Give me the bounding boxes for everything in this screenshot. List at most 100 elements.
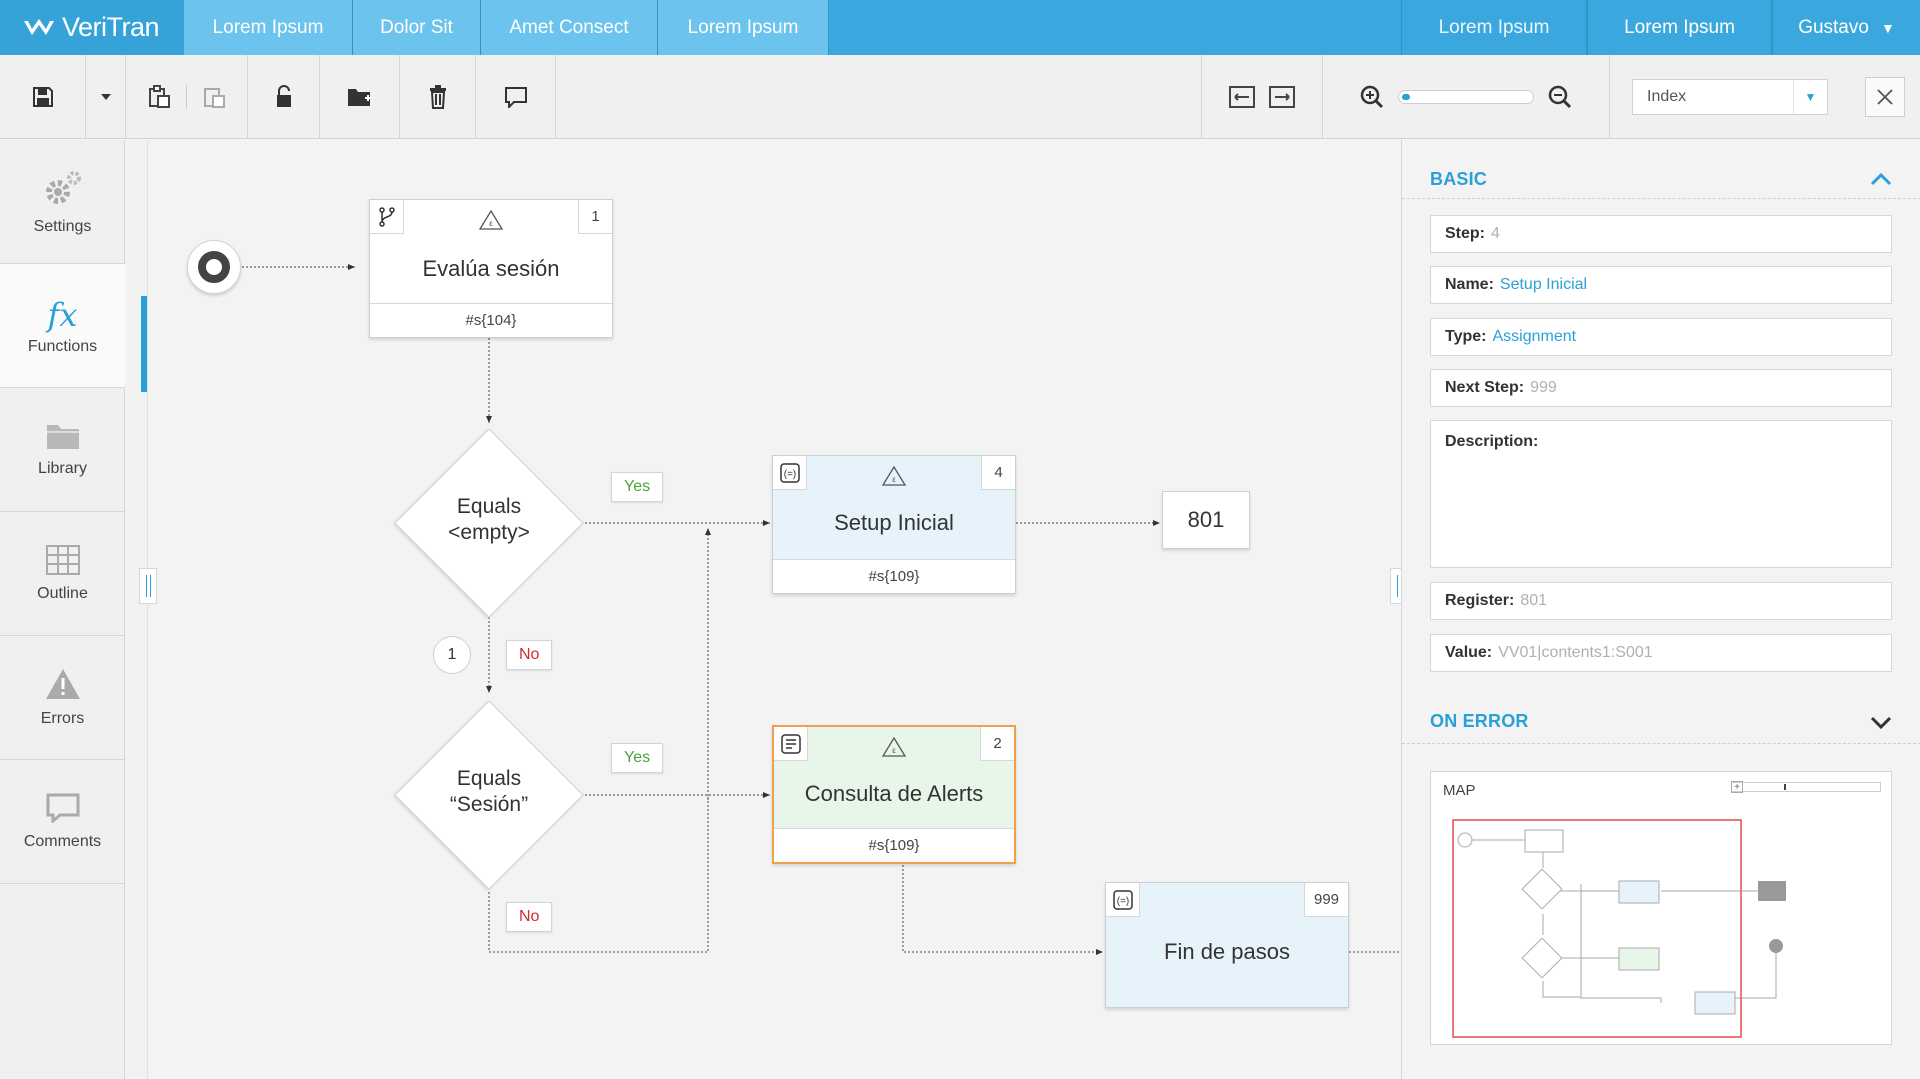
field-label: Register:: [1445, 592, 1515, 609]
next-step-field[interactable]: Next Step:999: [1430, 369, 1892, 407]
loop-marker[interactable]: 1: [433, 636, 471, 674]
decision-line: Equals: [456, 495, 522, 518]
step-field[interactable]: Step:4: [1430, 215, 1892, 253]
start-node[interactable]: [187, 240, 241, 294]
decision-text-1: Equals<empty>: [409, 494, 569, 546]
svg-text:(=): (=): [783, 469, 796, 480]
nav-tab-3[interactable]: Amet Consect: [481, 0, 658, 55]
close-button[interactable]: [1865, 77, 1905, 117]
flow-node-evalua-sesion[interactable]: ε 1 Evalúa sesión #s{104}: [369, 199, 613, 338]
expand-width-icon[interactable]: [1269, 86, 1295, 108]
value-field[interactable]: Value:VV01|contents1:S001: [1430, 634, 1892, 672]
register-field[interactable]: Register:801: [1430, 582, 1892, 620]
nav-tab-label: Amet Consect: [509, 16, 629, 38]
grid-icon: [45, 544, 80, 575]
fit-group: [1201, 55, 1323, 139]
branch-icon: [370, 200, 404, 234]
section-on-error-title: ON ERROR: [1430, 711, 1529, 731]
svg-text:ε: ε: [892, 746, 896, 755]
clipboard-group: [126, 55, 248, 139]
folder-add-icon: [347, 89, 371, 106]
nav-tab-4[interactable]: Lorem Ipsum: [658, 0, 829, 55]
top-nav-bar: VeriTran Lorem Ipsum Dolor Sit Amet Cons…: [0, 0, 1920, 55]
nav-tab-1[interactable]: Lorem Ipsum: [184, 0, 353, 55]
field-label: Step:: [1445, 225, 1485, 242]
chevron-down-icon[interactable]: [1870, 716, 1892, 730]
minimap-label: MAP: [1443, 782, 1476, 799]
close-icon: [1877, 89, 1893, 105]
copy-icon[interactable]: [201, 84, 227, 110]
view-select-wrap: Index▼: [1610, 55, 1850, 139]
terminal-node[interactable]: 801: [1162, 491, 1250, 549]
close-wrap: [1860, 55, 1910, 139]
sidebar-item-settings[interactable]: Settings: [0, 140, 125, 264]
user-menu[interactable]: Gustavo▼: [1772, 0, 1920, 55]
paste-icon[interactable]: [146, 84, 172, 110]
flow-node-fin-de-pasos[interactable]: (=) 999 Fin de pasos: [1105, 882, 1349, 1008]
zoom-slider-fill: [1402, 94, 1410, 100]
left-resize-handle[interactable]: [139, 568, 157, 604]
flow-node-consulta-de-alerts[interactable]: ε 2 Consulta de Alerts #s{109}: [772, 725, 1016, 864]
yes-label: Yes: [611, 743, 664, 773]
lock-button[interactable]: [248, 55, 320, 139]
properties-panel: BASIC Step:4 Name:Setup Inicial Type:Ass…: [1401, 140, 1920, 1079]
svg-text:(=): (=): [1116, 896, 1129, 907]
section-basic-title: BASIC: [1430, 169, 1488, 189]
no-label: No: [506, 902, 553, 932]
minimap-zoom[interactable]: − +: [1731, 781, 1881, 793]
chevron-down-icon: ▼: [1793, 80, 1827, 114]
assignment-icon: (=): [773, 456, 807, 490]
delete-button[interactable]: [400, 55, 476, 139]
view-select[interactable]: Index▼: [1632, 79, 1828, 115]
divider: [186, 85, 187, 109]
sidebar-item-label: Functions: [27, 337, 98, 355]
sidebar-item-label: Comments: [23, 832, 102, 850]
field-value: VV01|contents1:S001: [1498, 644, 1653, 661]
minimap[interactable]: MAP − +: [1430, 771, 1892, 1045]
minimap-zoom-in-button[interactable]: +: [1731, 781, 1743, 793]
collapse-width-icon[interactable]: [1229, 86, 1255, 108]
veritran-logo-icon: [24, 18, 54, 35]
name-field[interactable]: Name:Setup Inicial: [1430, 266, 1892, 304]
save-button[interactable]: [0, 55, 86, 139]
node-title: Consulta de Alerts: [804, 781, 984, 806]
sidebar-item-label: Errors: [40, 709, 85, 727]
warning-icon: ε: [882, 737, 906, 757]
sidebar-item-label: Library: [38, 459, 87, 477]
sidebar-item-library[interactable]: Library: [0, 388, 125, 512]
zoom-out-icon[interactable]: [1548, 85, 1572, 109]
nav-tab-label: Lorem Ipsum: [687, 16, 799, 38]
assignment-icon: (=): [1106, 883, 1140, 917]
veritran-logo[interactable]: VeriTran: [0, 0, 184, 55]
field-value: Assignment: [1492, 328, 1577, 345]
save-options-dropdown[interactable]: [86, 55, 126, 139]
node-number: 4: [981, 456, 1015, 490]
type-field[interactable]: Type:Assignment: [1430, 318, 1892, 356]
sidebar-item-comments[interactable]: Comments: [0, 760, 125, 884]
save-icon: [32, 87, 53, 107]
field-label: Description:: [1445, 433, 1539, 450]
sidebar-item-functions[interactable]: fx Functions: [0, 264, 125, 388]
nav-tab-right-2[interactable]: Lorem Ipsum: [1587, 0, 1772, 55]
field-label: Next Step:: [1445, 379, 1525, 396]
node-number: 1: [578, 200, 612, 234]
field-value: Setup Inicial: [1499, 276, 1588, 293]
svg-text:ε: ε: [892, 475, 896, 484]
flow-node-setup-inicial[interactable]: (=) ε 4 Setup Inicial #s{109}: [772, 455, 1016, 594]
sidebar-item-errors[interactable]: Errors: [0, 636, 125, 760]
chevron-up-icon[interactable]: [1870, 172, 1892, 186]
service-icon: [774, 727, 808, 761]
comment-button[interactable]: [476, 55, 556, 139]
zoom-in-icon[interactable]: [1360, 85, 1384, 109]
minimap-preview: [1452, 819, 1786, 1038]
user-name: Gustavo: [1798, 16, 1869, 38]
nav-tab-2[interactable]: Dolor Sit: [353, 0, 481, 55]
sidebar-item-outline[interactable]: Outline: [0, 512, 125, 636]
node-footer: #s{109}: [773, 559, 1015, 593]
caret-down-icon: [100, 94, 111, 100]
nav-tab-right-1[interactable]: Lorem Ipsum: [1401, 0, 1587, 55]
yes-label: Yes: [611, 472, 664, 502]
zoom-slider[interactable]: [1398, 90, 1534, 104]
description-field[interactable]: Description:: [1430, 420, 1892, 568]
new-folder-button[interactable]: [320, 55, 400, 139]
